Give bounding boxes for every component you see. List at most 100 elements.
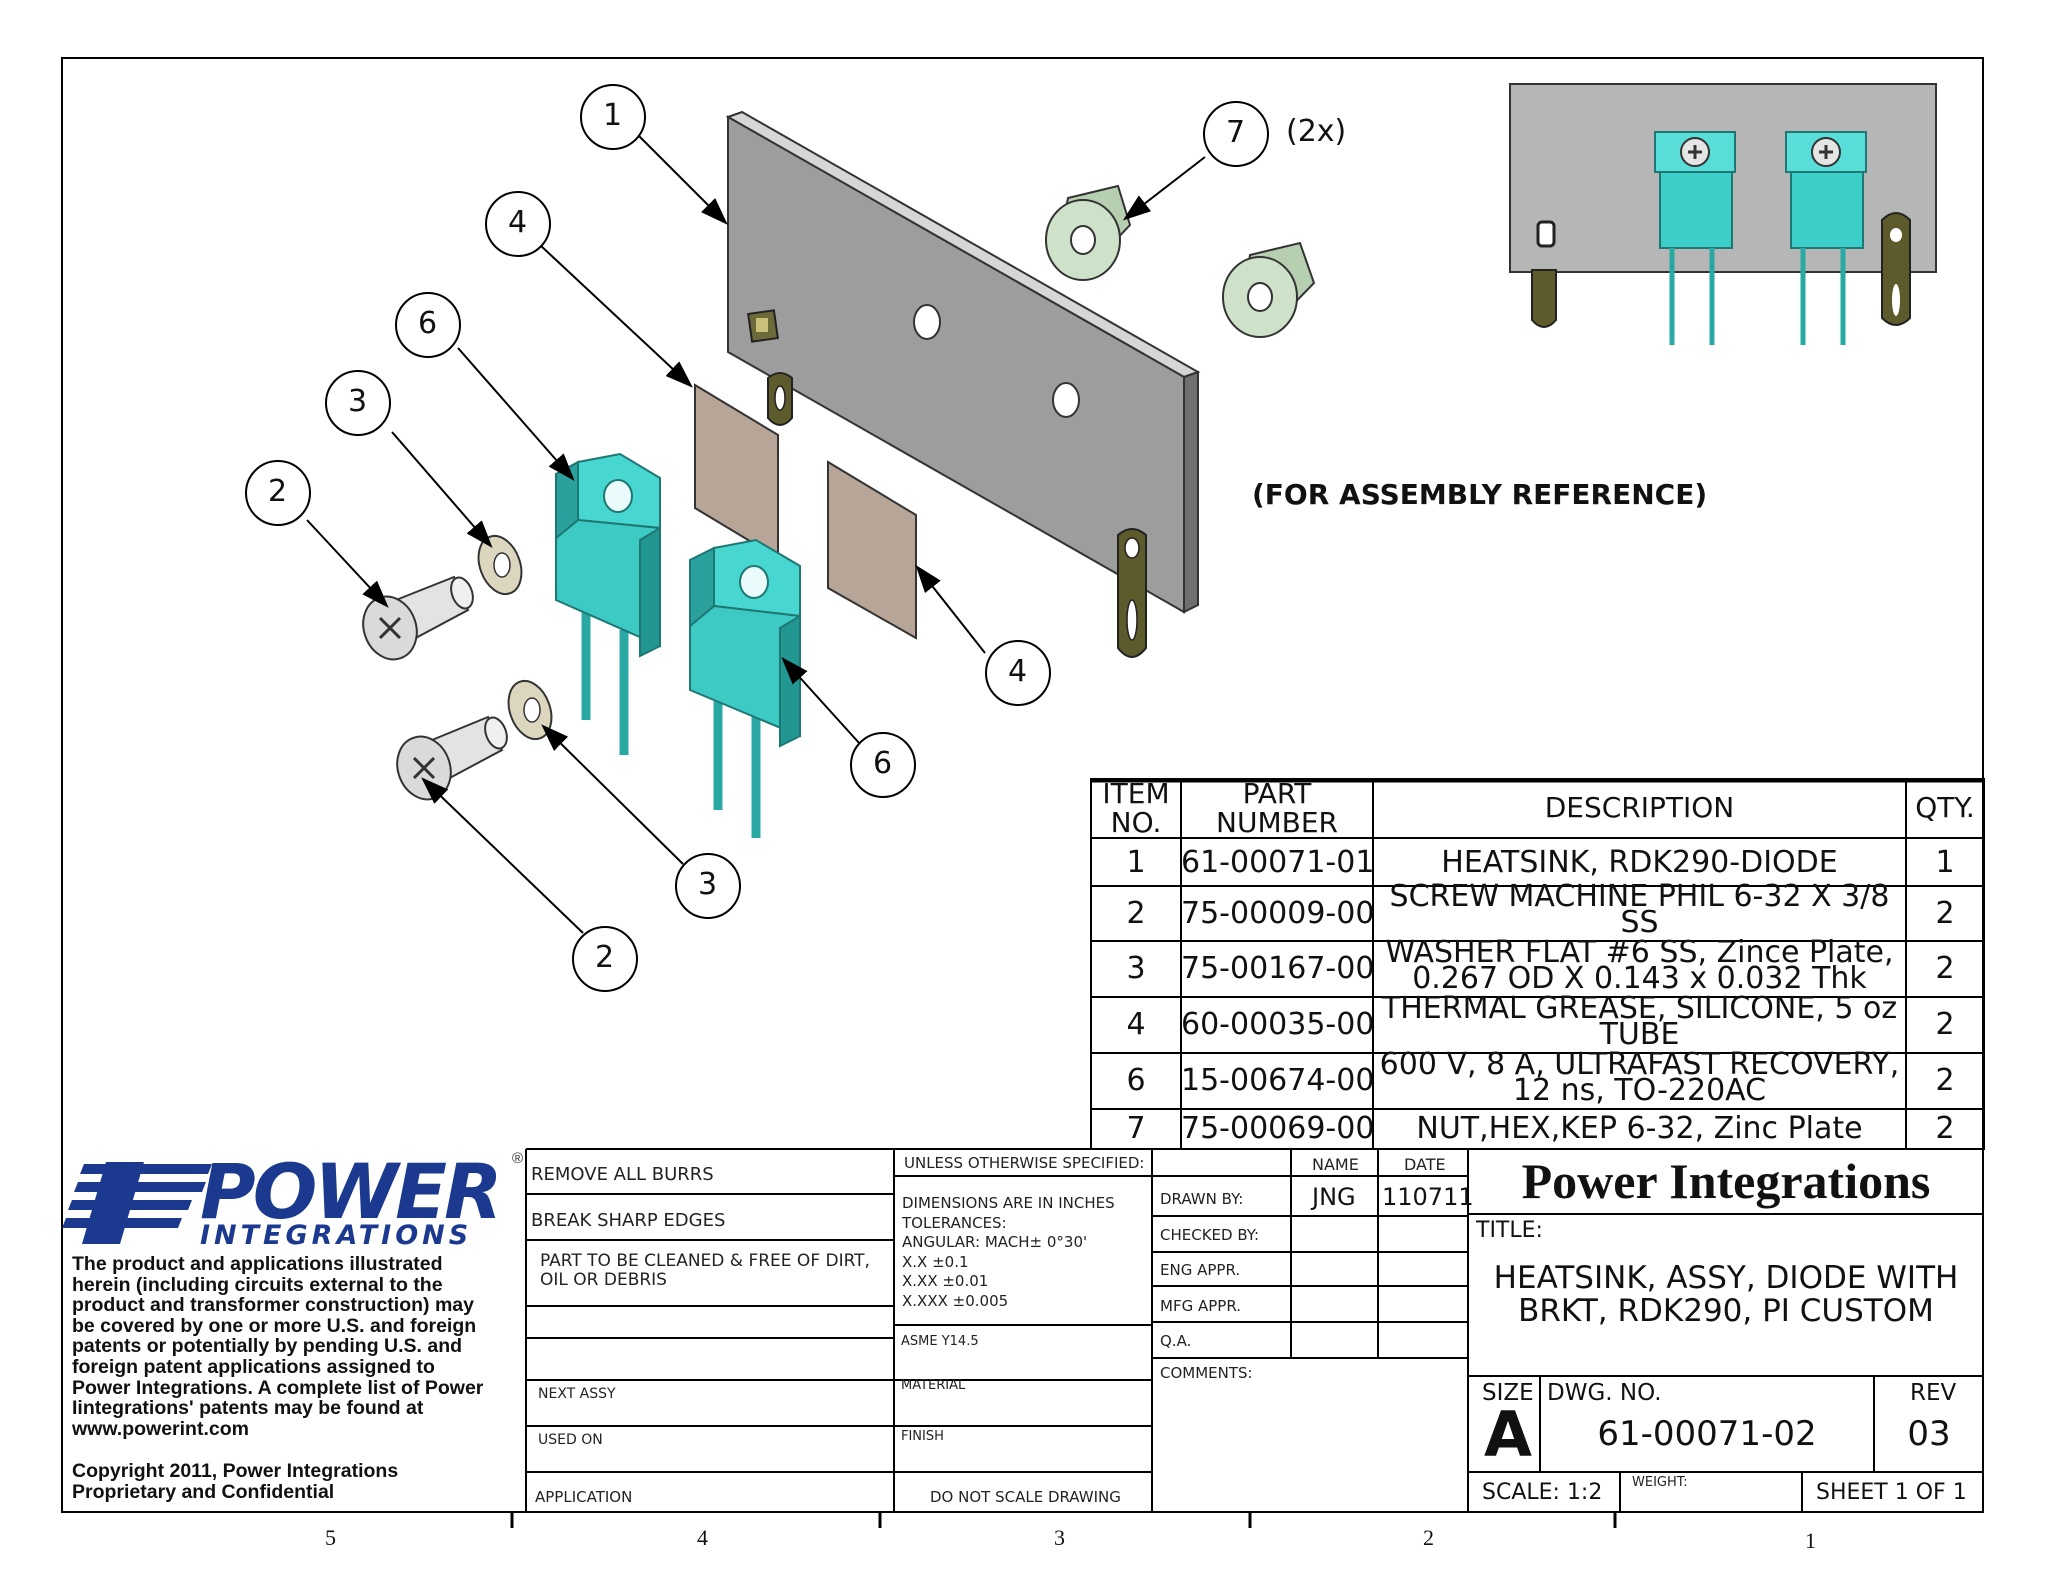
bom-header-qty: QTY. <box>1915 791 1975 824</box>
tolerance-line: X.XXX ±0.005 <box>902 1291 1009 1310</box>
zone-number: 3 <box>1054 1525 1065 1550</box>
logo-wordmark: POWER <box>200 1147 503 1236</box>
asme-standard: ASME Y14.5 <box>901 1334 979 1349</box>
bom-part-number: 61-00071-01 <box>1181 845 1375 880</box>
eng-appr-label: ENG APPR. <box>1160 1261 1241 1279</box>
zone-number: 5 <box>325 1525 336 1550</box>
unless-specified: UNLESS OTHERWISE SPECIFIED: <box>904 1154 1145 1172</box>
qty-note: (2x) <box>1286 114 1347 149</box>
bracket-tab <box>767 372 1147 658</box>
drawing-title-line: HEATSINK, ASSY, DIODE WITH <box>1493 1260 1959 1296</box>
material-label: MATERIAL <box>901 1378 966 1393</box>
bom-description: THERMAL GREASE, SILICONE, 5 oz <box>1381 991 1898 1026</box>
zone-number: 1 <box>1805 1528 1816 1553</box>
note-remove-burrs: REMOVE ALL BURRS <box>531 1164 714 1185</box>
tolerances: DIMENSIONS ARE IN INCHES TOLERANCES: ANG… <box>902 1194 1115 1311</box>
weight-label: WEIGHT: <box>1632 1475 1688 1490</box>
disclaimer-line: Power Integrations. A complete list of P… <box>72 1376 484 1399</box>
heatsink-plate <box>725 110 1201 614</box>
bom-description: 600 V, 8 A, ULTRAFAST RECOVERY, <box>1379 1047 1900 1082</box>
bom-header-description: DESCRIPTION <box>1544 791 1735 824</box>
tolerance-line: TOLERANCES: <box>902 1213 1007 1232</box>
bom-description-cont: 12 ns, TO-220AC <box>1512 1073 1767 1108</box>
tolerance-line: DIMENSIONS ARE IN INCHES <box>902 1194 1115 1212</box>
note-break-edges: BREAK SHARP EDGES <box>531 1210 726 1231</box>
logo-subtitle: INTEGRATIONS <box>200 1220 473 1251</box>
bom-description: WASHER FLAT #6 SS, Zince Plate, <box>1385 935 1894 970</box>
balloon-label: 7 <box>1226 115 1246 150</box>
rev-label: REV <box>1910 1380 1957 1406</box>
note-clean-part: PART TO BE CLEANED & FREE OF DIRT, OIL O… <box>540 1252 870 1290</box>
registered-mark: ® <box>512 1150 524 1167</box>
bom-item-no: 3 <box>1126 951 1146 986</box>
bom-part-number: 75-00167-00 <box>1181 951 1375 986</box>
used-on-label: USED ON <box>538 1432 603 1448</box>
disclaimer-line: foreign patent applications assigned to <box>72 1355 435 1378</box>
drawing-title: HEATSINK, ASSY, DIODE WITH BRKT, RDK290,… <box>1468 1262 1984 1328</box>
disclaimer-line: The product and applications illustrated <box>72 1253 443 1275</box>
bom-header-part-number: NUMBER <box>1216 806 1338 839</box>
tolerance-line: ANGULAR: MACH± 0°30' <box>902 1233 1088 1251</box>
bom-qty: 1 <box>1935 845 1955 880</box>
do-not-scale: DO NOT SCALE DRAWING <box>930 1488 1121 1506</box>
balloon-label: 3 <box>698 867 718 902</box>
tolerance-line: X.X ±0.1 <box>902 1252 969 1271</box>
bom-description: HEATSINK, RDK290-DIODE <box>1441 845 1838 880</box>
bom-description: NUT,HEX,KEP 6-32, Zinc Plate <box>1416 1111 1863 1146</box>
bom-qty: 2 <box>1935 1111 1955 1146</box>
bom-description-cont: 0.267 OD X 0.143 x 0.032 Thk <box>1412 961 1867 996</box>
disclaimer-line: product and transformer construction) ma… <box>72 1294 474 1317</box>
next-assy-label: NEXT ASSY <box>538 1386 616 1402</box>
bom-qty: 2 <box>1935 1007 1955 1042</box>
disclaimer-line: patents or potentially by pending U.S. a… <box>72 1335 463 1358</box>
bom-item-no: 6 <box>1126 1063 1146 1098</box>
bom-description-cont: SS <box>1620 905 1659 940</box>
flat-washer <box>477 534 553 741</box>
date-header: DATE <box>1404 1155 1446 1174</box>
comments-label: COMMENTS: <box>1160 1364 1253 1382</box>
balloon-label: 1 <box>603 98 623 133</box>
bom-header-item-no: NO. <box>1110 806 1162 839</box>
copyright-line: Proprietary and Confidential <box>72 1480 335 1503</box>
scale: SCALE: 1:2 <box>1482 1480 1603 1505</box>
diode-to220 <box>689 538 801 838</box>
bom-item-no: 7 <box>1126 1111 1146 1146</box>
mfg-appr-label: MFG APPR. <box>1160 1297 1241 1315</box>
dwg-no-label: DWG. NO. <box>1547 1380 1662 1406</box>
thermal-pad <box>694 383 917 640</box>
sheet-number: SHEET 1 OF 1 <box>1816 1480 1967 1505</box>
bom-part-number: 60-00035-00 <box>1181 1007 1375 1042</box>
size-label: SIZE <box>1482 1380 1534 1406</box>
zone-number: 4 <box>697 1525 708 1550</box>
drawn-date: 110711 <box>1382 1183 1474 1211</box>
balloon-label: 6 <box>873 746 893 781</box>
balloon-label: 3 <box>348 384 368 419</box>
bom-qty: 2 <box>1935 951 1955 986</box>
disclaimer-line: be covered by one or more U.S. and forei… <box>72 1314 477 1337</box>
disclaimer-line: www.powerint.com <box>72 1417 249 1440</box>
drawn-by-label: DRAWN BY: <box>1160 1190 1244 1208</box>
tolerance-line: X.XX ±0.01 <box>902 1272 989 1290</box>
finish-label: FINISH <box>901 1429 944 1444</box>
bom-description: SCREW MACHINE PHIL 6-32 X 3/8 <box>1389 879 1890 914</box>
bom-qty: 2 <box>1935 896 1955 931</box>
bom-description-cont: TUBE <box>1599 1017 1680 1052</box>
balloon-label: 2 <box>595 940 615 975</box>
assembly-reference-note: (FOR ASSEMBLY REFERENCE) <box>1252 478 1708 511</box>
copyright-line: Copyright 2011, Power Integrations <box>72 1460 399 1483</box>
qa-label: Q.A. <box>1160 1332 1192 1350</box>
disclaimer-line: Iintegrations' patents may be found at <box>72 1397 424 1420</box>
title-label: TITLE: <box>1476 1218 1543 1243</box>
checked-by-label: CHECKED BY: <box>1160 1226 1260 1244</box>
drawing-number: 61-00071-02 <box>1597 1414 1817 1454</box>
bom-part-number: 75-00009-00 <box>1181 896 1375 931</box>
balloon-label: 4 <box>508 205 528 240</box>
bom-qty: 2 <box>1935 1063 1955 1098</box>
sheet-size: A <box>1484 1398 1532 1471</box>
company-name: Power Integrations <box>1521 1153 1931 1209</box>
bom-item-no: 1 <box>1126 845 1146 880</box>
leader-lines <box>306 133 1206 934</box>
hex-nut <box>1045 184 1316 338</box>
machine-screw <box>362 575 508 801</box>
